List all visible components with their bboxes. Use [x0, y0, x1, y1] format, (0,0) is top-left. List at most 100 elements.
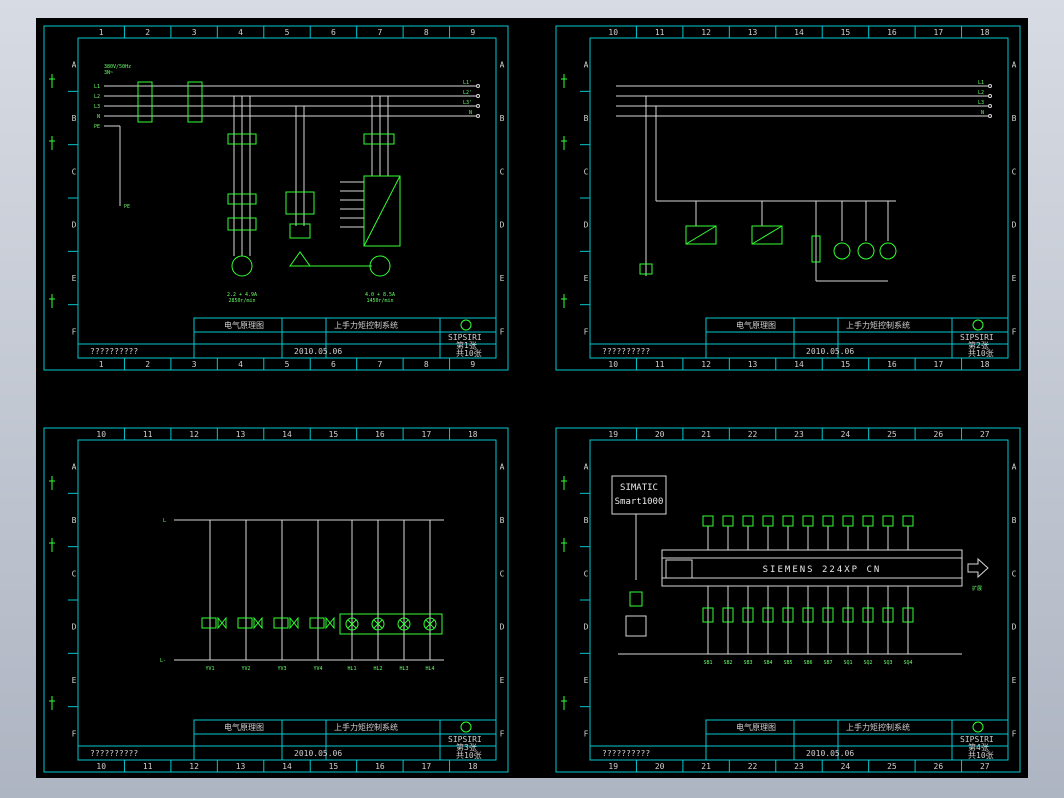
hmi-model-line1: SIMATIC — [620, 483, 658, 493]
motor-icon — [879, 242, 897, 260]
title-block-system-name: 上手力矩控制系统 — [334, 722, 398, 732]
bus-terminal — [476, 104, 480, 108]
input-tag: SB3 — [743, 660, 752, 666]
valve-label: YV3 — [277, 666, 286, 672]
column-label-bottom: 24 — [841, 762, 851, 771]
output-relay — [842, 515, 854, 527]
row-label: D — [584, 623, 589, 632]
plc-body — [661, 549, 963, 587]
input-tag: SQ2 — [863, 660, 872, 666]
motor-m2-icon — [369, 255, 391, 277]
column-label-bottom: 9 — [470, 360, 475, 369]
title-block-logo: SIPSIRI — [960, 735, 994, 744]
motor2-speed: 1450r/min — [366, 298, 393, 304]
margin-marker — [561, 136, 567, 150]
title-block-date: 2010.05.06 — [806, 749, 854, 758]
column-label-bottom: 1 — [99, 360, 104, 369]
column-label-top: 4 — [238, 28, 243, 37]
motor-m1-icon — [231, 255, 253, 277]
title-block-system-name: 上手力矩控制系统 — [334, 320, 398, 330]
title-block-sheet-number: 第2张 — [968, 340, 989, 350]
margin-marker — [49, 476, 55, 490]
rail-top-label: L — [163, 518, 166, 524]
bus-label-right: L1' — [463, 80, 472, 86]
column-label-bottom: 23 — [794, 762, 804, 771]
row-label: D — [500, 623, 505, 632]
title-block-frame — [705, 317, 1009, 359]
column-label-top: 16 — [375, 430, 385, 439]
bus-label-left: L2 — [94, 94, 100, 100]
bus-label-right: L3 — [978, 100, 984, 106]
title-block-frame — [705, 719, 1009, 761]
title-block-system-name: 上手力矩控制系统 — [846, 722, 910, 732]
column-label-top: 5 — [285, 28, 290, 37]
output-relay — [902, 515, 914, 527]
pe-label: PE — [124, 204, 130, 210]
row-label: C — [500, 167, 505, 176]
input-switch — [782, 607, 794, 623]
bus-label-left: N — [97, 114, 100, 120]
column-label-top: 20 — [655, 430, 665, 439]
motor2-rating: 4.0 + 8.5A — [365, 292, 395, 298]
bus-label-right: L2 — [978, 90, 984, 96]
bus-terminal — [988, 104, 992, 108]
column-label-bottom: 10 — [608, 360, 618, 369]
column-label-bottom: 17 — [422, 762, 432, 771]
drawing-code: ?????????? — [90, 749, 138, 758]
bus-terminal — [988, 84, 992, 88]
column-label-bottom: 16 — [375, 762, 385, 771]
column-label-bottom: 27 — [980, 762, 990, 771]
column-label-bottom: 8 — [424, 360, 429, 369]
title-block-logo: SIPSIRI — [448, 333, 482, 342]
thermal-relay-fr1 — [227, 217, 257, 231]
row-label: B — [1012, 114, 1017, 123]
column-label-bottom: 15 — [841, 360, 851, 369]
column-label-bottom: 6 — [331, 360, 336, 369]
title-block-date: 2010.05.06 — [294, 749, 342, 758]
column-label-bottom: 25 — [887, 762, 897, 771]
bus-label-right: L3' — [463, 100, 472, 106]
sheet-outer-border — [555, 25, 1021, 371]
output-relay — [822, 515, 834, 527]
row-label: E — [584, 274, 589, 283]
column-label-bottom: 17 — [934, 360, 944, 369]
column-label-top: 7 — [377, 28, 382, 37]
row-label: E — [1012, 676, 1017, 685]
row-label: F — [584, 327, 589, 336]
title-block-total-sheets: 共10张 — [456, 349, 482, 358]
title-block-logo: SIPSIRI — [960, 333, 994, 342]
inverter-diagonal — [363, 175, 401, 247]
input-switch — [862, 607, 874, 623]
fan-m3-icon — [833, 242, 851, 260]
column-label-top: 11 — [655, 28, 665, 37]
margin-marker — [49, 136, 55, 150]
title-block-frame — [193, 719, 497, 761]
bus-label-right: N — [981, 110, 984, 116]
column-label-bottom: 20 — [655, 762, 665, 771]
row-label: D — [72, 221, 77, 230]
brake-disc-icon — [289, 251, 311, 267]
row-label: A — [1012, 463, 1017, 472]
bus-terminal — [476, 94, 480, 98]
column-label-bottom: 22 — [748, 762, 758, 771]
title-block-sheet-number: 第3张 — [456, 742, 477, 752]
margin-marker — [561, 74, 567, 88]
row-label: D — [72, 623, 77, 632]
input-switch — [842, 607, 854, 623]
column-label-top: 12 — [189, 430, 199, 439]
title-block-sheet-number: 第4张 — [968, 742, 989, 752]
row-label: B — [72, 516, 77, 525]
input-switch — [902, 607, 914, 623]
title-block-drawing-name: 电气原理图 — [224, 722, 264, 732]
row-label: C — [72, 167, 77, 176]
solenoid-valve-coil — [201, 617, 217, 629]
bus-terminal — [476, 84, 480, 88]
row-label: C — [72, 569, 77, 578]
lamp-cross — [399, 619, 409, 629]
column-label-bottom: 18 — [468, 762, 478, 771]
plc-port-block — [665, 559, 693, 579]
column-label-bottom: 18 — [980, 360, 990, 369]
